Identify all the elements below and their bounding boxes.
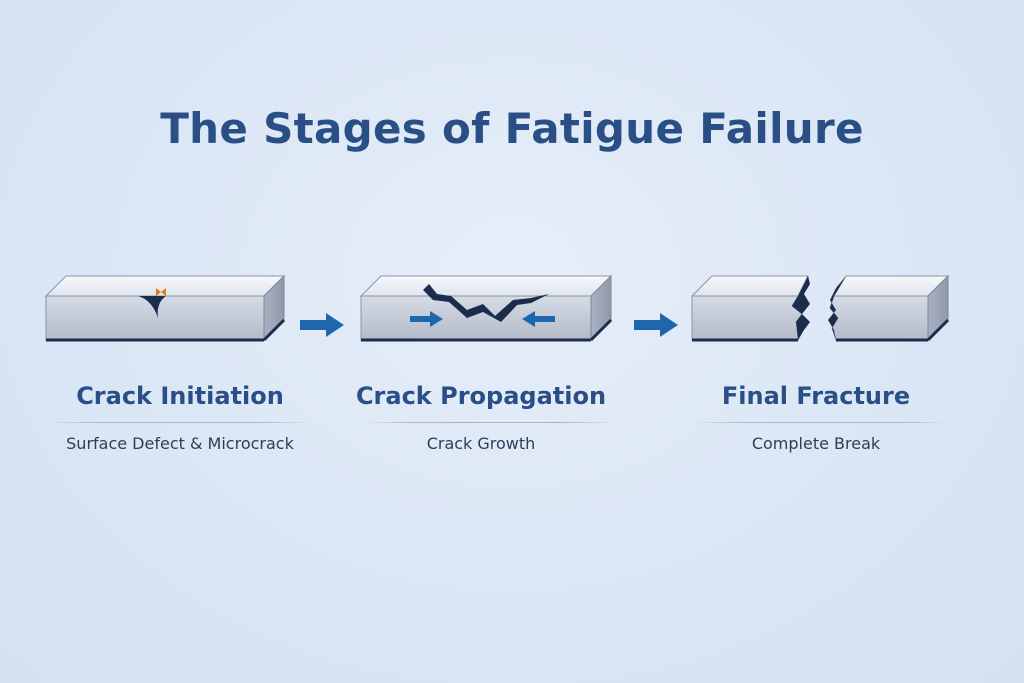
stage-final-fracture: Final Fracture Complete Break	[686, 270, 966, 453]
metal-bar-cracked	[359, 274, 613, 342]
metal-bar-intact	[44, 274, 286, 342]
divider	[694, 422, 950, 423]
stage-crack-propagation: Crack Propagation Crack Growth	[355, 270, 635, 453]
stage-subtitle: Complete Break	[751, 434, 881, 453]
defect-marker-icon	[156, 288, 166, 296]
propagating-crack	[423, 284, 549, 322]
compression-arrow-left-icon	[522, 311, 555, 327]
fractured-left-piece	[690, 275, 810, 342]
microcrack	[138, 296, 166, 318]
divider	[363, 422, 615, 423]
fractured-right-piece	[828, 274, 950, 342]
stage-crack-initiation: Crack Initiation Surface Defect & Microc…	[40, 270, 320, 453]
flow-arrow-right-icon	[300, 313, 344, 337]
flow-arrow-right-icon	[634, 313, 678, 337]
metal-bar-fractured	[690, 274, 950, 342]
stage-title: Crack Propagation	[355, 382, 607, 410]
divider	[48, 422, 312, 423]
stage-title: Crack Initiation	[76, 382, 284, 410]
compression-arrow-right-icon	[410, 311, 443, 327]
page-title: The Stages of Fatigue Failure	[160, 104, 864, 153]
stage-subtitle: Crack Growth	[426, 434, 536, 453]
stage-subtitle: Surface Defect & Microcrack	[66, 434, 294, 453]
stage-title: Final Fracture	[721, 382, 911, 410]
